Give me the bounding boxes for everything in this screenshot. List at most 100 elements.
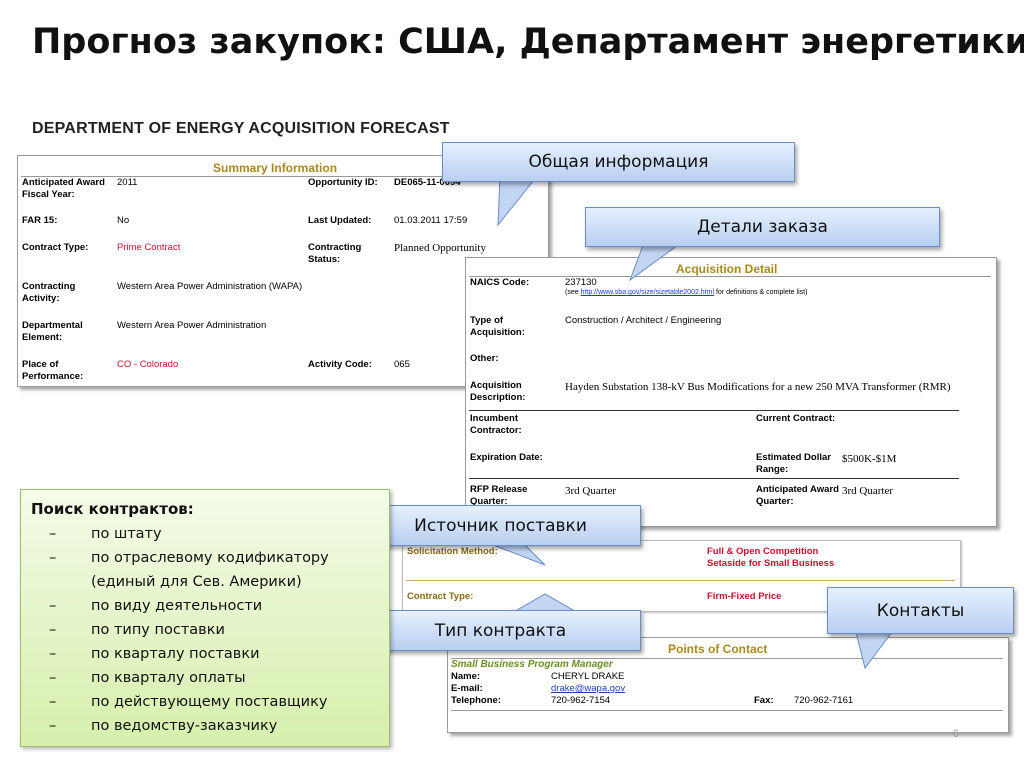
page-number: 6 xyxy=(953,728,960,740)
award-fy-label: Anticipated Award Fiscal Year: xyxy=(22,177,105,200)
contracting-status-value: Planned Opportunity xyxy=(394,242,486,254)
list-item: – по кварталу поставки xyxy=(31,642,379,666)
naics-note: (see http://www.sba.gov/size/sizetable20… xyxy=(565,289,807,296)
callout-order-details-text: Детали заказа xyxy=(697,217,828,237)
place-of-performance-value: CO - Colorado xyxy=(117,359,179,370)
points-of-contact-panel: Points of Contact Small Business Program… xyxy=(447,637,1009,733)
callout-contract-type: Тип контракта xyxy=(360,610,641,651)
list-item-text: по штату xyxy=(91,526,162,542)
last-updated-label: Last Updated: xyxy=(308,215,372,226)
callout-contacts: Контакты xyxy=(827,587,1014,634)
acquisition-panel-title: Acquisition Detail xyxy=(676,262,778,276)
contact-title-rule xyxy=(451,658,1003,659)
activity-code-value: 065 xyxy=(394,359,410,370)
contact-telephone-label: Telephone: xyxy=(451,695,501,706)
current-contract-label: Current Contract: xyxy=(756,413,836,424)
contact-fax-label: Fax: xyxy=(754,695,774,706)
acquisition-title-rule xyxy=(469,276,991,277)
award-fy-value: 2011 xyxy=(117,177,138,188)
callout-contract-type-text: Тип контракта xyxy=(434,620,567,641)
slide-title: Прогноз закупок: США, Департамент энерге… xyxy=(32,22,1024,62)
far15-label: FAR 15: xyxy=(22,215,58,226)
list-item-text: по кварталу поставки xyxy=(91,646,260,662)
description-underline xyxy=(469,410,959,411)
acquisition-description-value: Hayden Substation 138-kV Bus Modificatio… xyxy=(565,381,951,393)
list-item: – по ведомству-заказчику xyxy=(31,714,379,738)
list-dash: – xyxy=(49,694,57,710)
doe-forecast-header: DEPARTMENT OF ENERGY ACQUISITION FORECAS… xyxy=(32,120,450,137)
naics-size-table-link[interactable]: http://www.sba.gov/size/sizetable2002.ht… xyxy=(580,289,715,296)
contract-search-title: Поиск контрактов: xyxy=(31,500,194,518)
solicitation-method-label: Solicitation Method: xyxy=(407,546,498,557)
contact-email-label: E-mail: xyxy=(451,683,483,694)
list-item: – по кварталу оплаты xyxy=(31,666,379,690)
acquisition-type-value: Construction / Architect / Engineering xyxy=(565,315,722,326)
solicitation-method-value-1: Full & Open Competition xyxy=(707,546,819,557)
list-dash: – xyxy=(49,646,57,662)
contract-search-list: – по штату – по отраслевому кодификатору (… xyxy=(31,522,379,738)
contact-name-value: CHERYL DRAKE xyxy=(551,671,625,682)
last-updated-value: 01.03.2011 17:59 xyxy=(394,215,468,226)
estimated-dollar-range-value: $500K-$1M xyxy=(842,453,897,465)
departmental-element-label: Departmental Element: xyxy=(22,320,83,343)
contact-name-label: Name: xyxy=(451,671,481,682)
naics-code-value: 237130 xyxy=(565,277,597,288)
list-dash: – xyxy=(49,622,57,638)
dollar-underline xyxy=(469,478,959,479)
callout-contacts-tail xyxy=(854,628,896,670)
list-dash: – xyxy=(49,526,57,542)
place-of-performance-label: Place of Performance: xyxy=(22,359,84,382)
opportunity-id-label: Opportunity ID: xyxy=(308,177,378,188)
naics-note-suffix: for definitions & complete list) xyxy=(714,289,808,296)
callout-general-tail xyxy=(497,175,539,227)
summary-title-rule xyxy=(21,176,543,177)
summary-panel-title: Summary Information xyxy=(213,161,338,175)
rfp-release-quarter-label: RFP Release Quarter: xyxy=(470,484,528,507)
acquisition-type-label: Type of Acquisition: xyxy=(470,315,525,338)
callout-supply-source-text: Источник поставки xyxy=(414,515,587,536)
acquisition-detail-panel: Acquisition Detail NAICS Code: 237130 (s… xyxy=(465,257,997,527)
contracting-status-label: Contracting Status: xyxy=(308,242,362,265)
contact-telephone-value: 720-962-7154 xyxy=(551,695,611,706)
list-item-text: по виду деятельности xyxy=(91,598,263,614)
list-dash: – xyxy=(49,670,57,686)
list-item-text: по типу поставки xyxy=(91,622,225,638)
other-label: Other: xyxy=(470,353,499,364)
contact-role: Small Business Program Manager xyxy=(451,659,613,670)
callout-supply-source: Источник поставки xyxy=(360,505,641,546)
contracting-activity-label: Contracting Activity: xyxy=(22,281,76,304)
contact-email-link[interactable]: drake@wapa.gov xyxy=(551,683,626,694)
callout-contacts-text: Контакты xyxy=(876,600,965,621)
list-item: – по штату xyxy=(31,522,379,546)
callout-details-tail xyxy=(628,240,686,282)
callout-source-tail xyxy=(479,540,546,566)
list-dash: – xyxy=(49,718,57,734)
callout-order-details: Детали заказа xyxy=(585,207,940,247)
list-item: –по действующему поставщику xyxy=(31,690,379,714)
callout-general-info-text: Общая информация xyxy=(528,152,709,172)
list-item-text: по отраслевому кодификатору (единый для … xyxy=(91,550,329,590)
list-item-text: по ведомству-заказчику xyxy=(91,718,278,734)
naics-note-prefix: (see xyxy=(565,289,581,296)
anticipated-award-quarter-label: Anticipated Award Quarter: xyxy=(756,484,839,507)
solicitation-rule xyxy=(406,580,955,581)
contact-bottom-rule xyxy=(451,710,1003,711)
contract-type-value: Prime Contract xyxy=(117,242,181,253)
acquisition-description-label: Acquisition Description: xyxy=(470,380,526,403)
summary-information-panel: Summary Information Anticipated Award Fi… xyxy=(17,155,549,387)
callout-general-info: Общая информация xyxy=(442,142,795,182)
list-item-text: по кварталу оплаты xyxy=(91,670,246,686)
list-dash: – xyxy=(49,550,57,566)
list-item: –по виду деятельности xyxy=(31,594,379,618)
opportunity-id-value: DE065-11-0094 xyxy=(394,177,461,188)
solicitation-method-value-2: Setaside for Small Business xyxy=(707,558,835,569)
contract-type-label: Contract Type: xyxy=(22,242,89,253)
contracting-activity-value: Western Area Power Administration (WAPA) xyxy=(117,281,303,292)
list-item: – по отраслевому кодификатору (единый для… xyxy=(31,546,379,594)
rfp-release-quarter-value: 3rd Quarter xyxy=(565,485,617,497)
contact-panel-title: Points of Contact xyxy=(668,642,768,656)
activity-code-label: Activity Code: xyxy=(308,359,372,370)
naics-code-label: NAICS Code: xyxy=(470,277,530,288)
incumbent-contractor-label: Incumbent Contractor: xyxy=(470,413,522,436)
list-item: – по типу поставки xyxy=(31,618,379,642)
